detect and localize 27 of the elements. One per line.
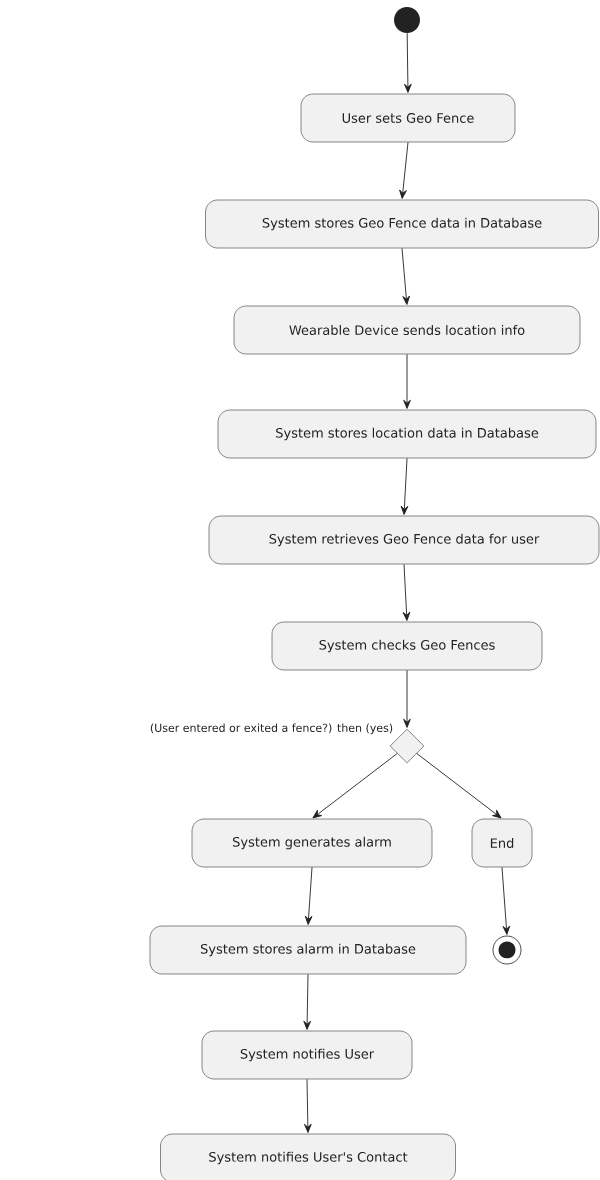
activity-box: System notifies User's Contact xyxy=(160,1133,456,1180)
arrow xyxy=(312,753,398,819)
arrow xyxy=(403,669,411,728)
arrow xyxy=(404,32,412,93)
arrow xyxy=(401,247,410,305)
activity-box: Wearable Device sends location info xyxy=(233,305,581,355)
arrow xyxy=(304,1078,312,1133)
activity-box: System stores location data in Database xyxy=(217,409,597,459)
activity-box: System retrieves Geo Fence data for user xyxy=(208,515,600,565)
activity-box: System generates alarm xyxy=(191,818,433,868)
activity-box: System stores Geo Fence data in Database xyxy=(205,199,599,249)
activity-box: System stores alarm in Database xyxy=(149,925,467,975)
arrow xyxy=(403,353,411,409)
arrow xyxy=(303,973,311,1030)
activity-box: System checks Geo Fences xyxy=(271,621,543,671)
arrow xyxy=(399,141,409,199)
arrow xyxy=(400,457,409,515)
activity-box: System notifies User xyxy=(201,1030,413,1080)
activity-box: End xyxy=(471,818,533,868)
arrow xyxy=(416,753,502,819)
activity-box: User sets Geo Fence xyxy=(300,93,516,143)
end-node xyxy=(492,935,522,965)
arrow xyxy=(501,866,511,935)
start-node xyxy=(394,7,420,33)
arrow xyxy=(402,563,411,621)
arrow xyxy=(304,866,313,925)
condition-label: (User entered or exited a fence?) then (yes) xyxy=(150,723,393,735)
